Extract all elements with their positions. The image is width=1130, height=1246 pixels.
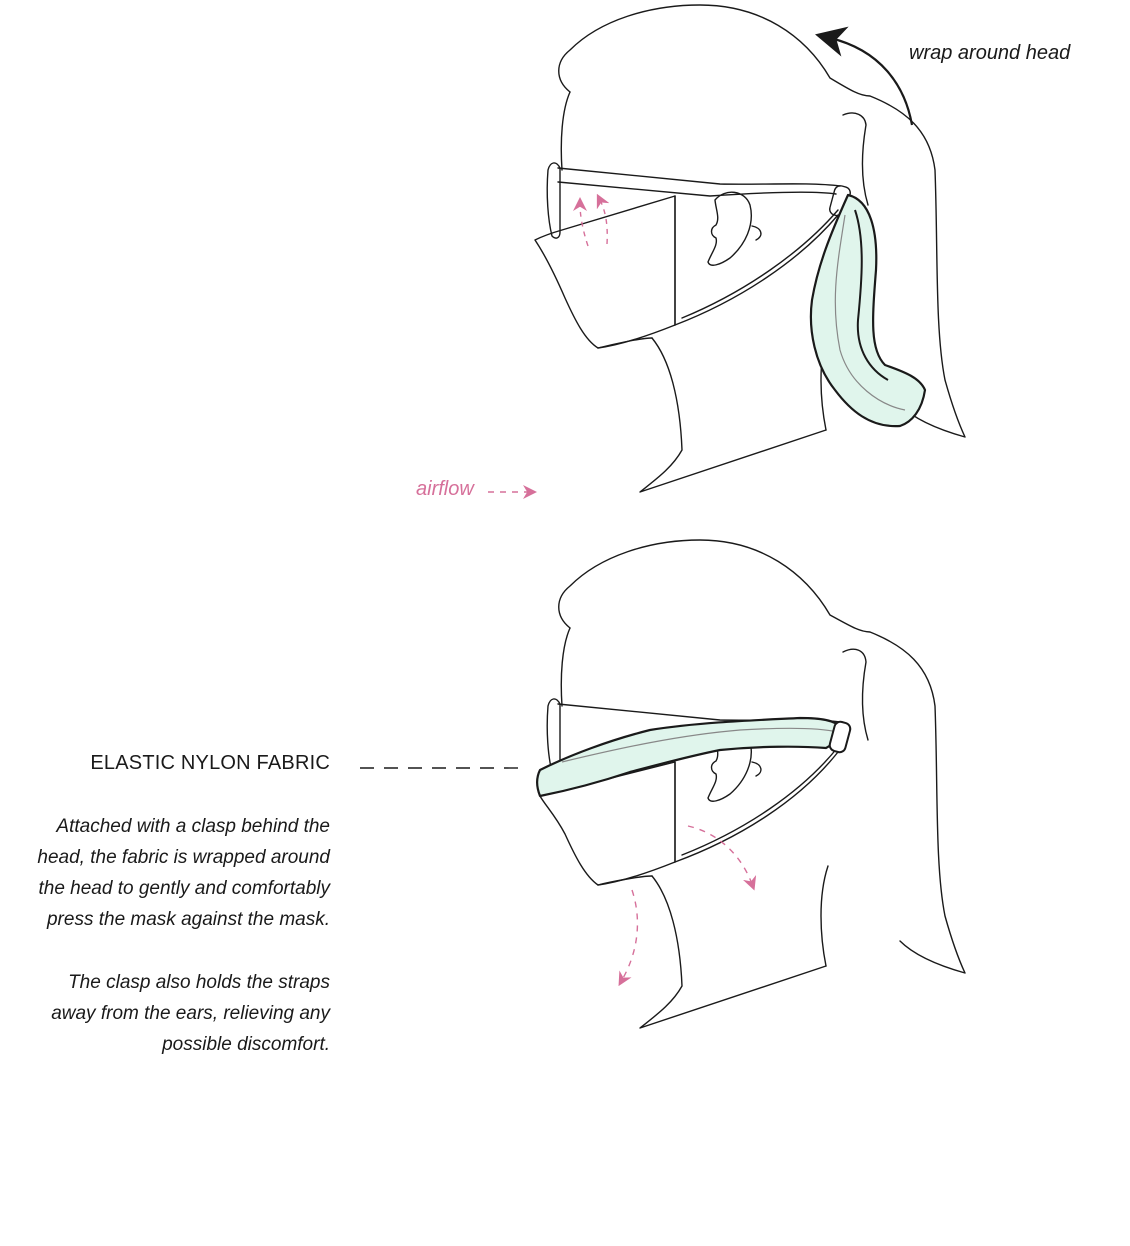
- top-glasses-lens: [547, 163, 560, 238]
- desc-1-line: head, the fabric is wrapped around: [0, 842, 330, 873]
- desc-1-line: Attached with a clasp behind the: [0, 811, 330, 842]
- desc-2-line: away from the ears, relieving any: [0, 998, 330, 1029]
- desc-1-line: press the mask against the mask.: [0, 904, 330, 935]
- fabric-description-1: Attached with a clasp behind the head, t…: [0, 811, 330, 935]
- airflow-label: airflow: [416, 478, 474, 501]
- fabric-description-2: The clasp also holds the straps away fro…: [0, 967, 330, 1060]
- bottom-figure: [540, 540, 965, 1028]
- bottom-neck: [640, 876, 826, 1028]
- fabric-title: ELASTIC NYLON FABRIC: [90, 752, 330, 775]
- desc-2-line: possible discomfort.: [0, 1029, 330, 1060]
- top-mask: [535, 196, 675, 348]
- desc-2-line: The clasp also holds the straps: [0, 967, 330, 998]
- desc-1-line: the head to gently and comfortably: [0, 873, 330, 904]
- top-neck: [640, 338, 826, 492]
- bottom-airflow-arrows: [622, 826, 752, 980]
- wrap-around-head-label: wrap around head: [909, 42, 1070, 65]
- top-ear: [708, 192, 751, 265]
- top-glasses-arm: [558, 168, 840, 186]
